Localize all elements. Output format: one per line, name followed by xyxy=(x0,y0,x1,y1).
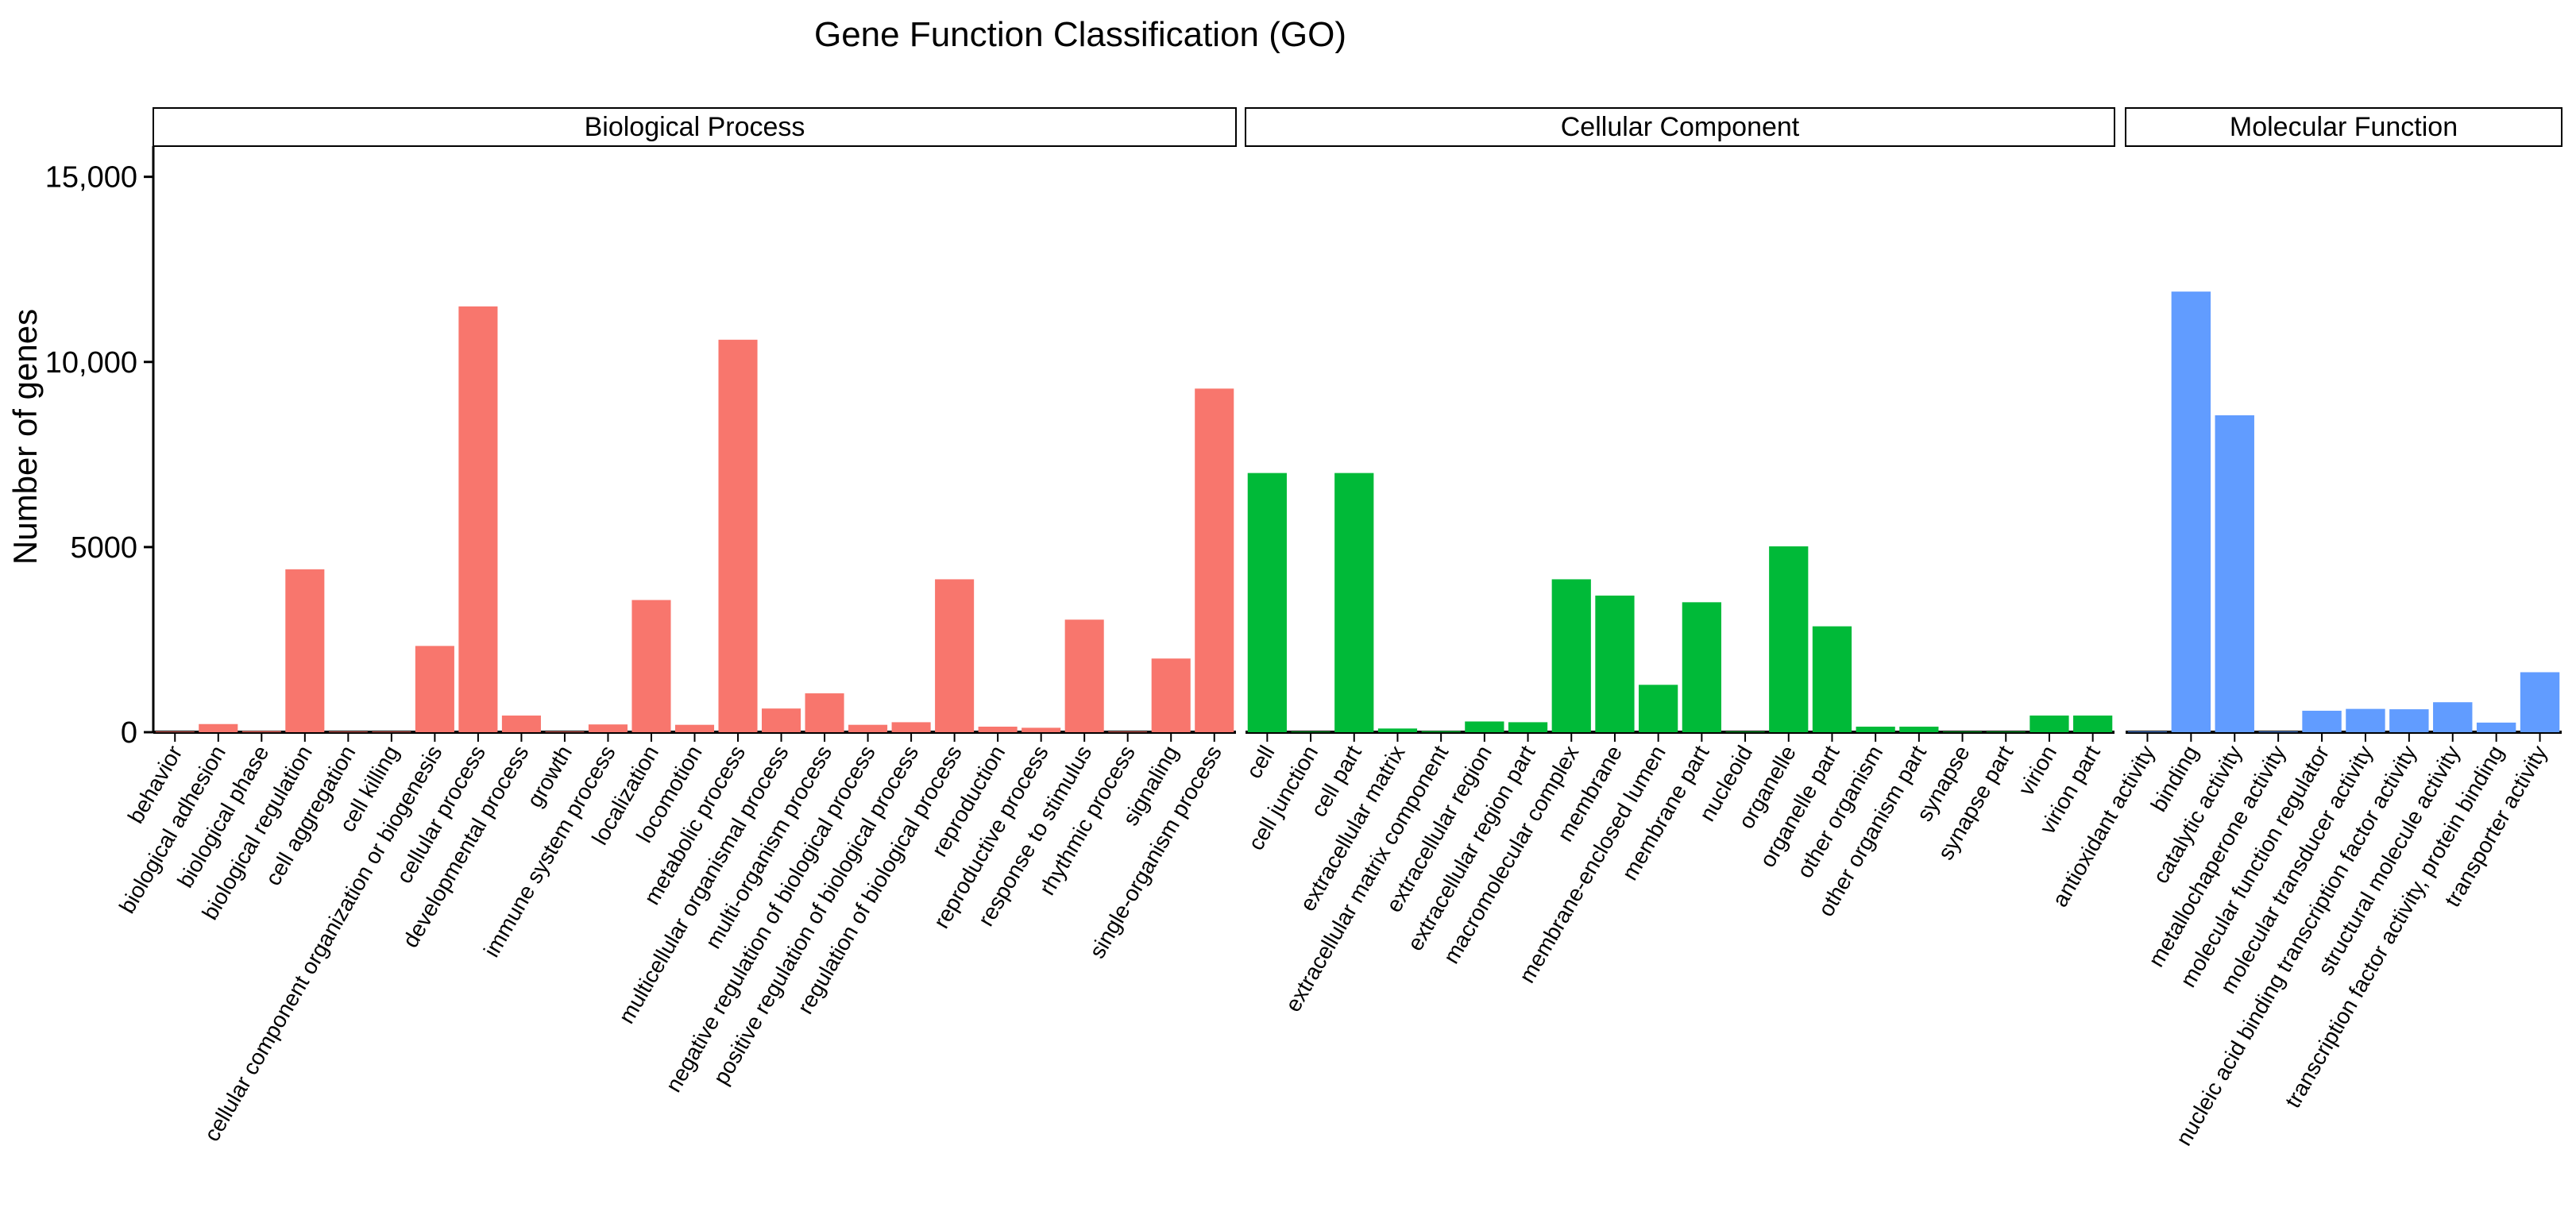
bar xyxy=(1942,731,1983,732)
y-tick-label: 5000 xyxy=(70,531,137,565)
bar xyxy=(1022,727,1061,732)
bar xyxy=(631,600,671,732)
bar xyxy=(891,722,931,732)
bar xyxy=(762,708,801,732)
panel-strip xyxy=(153,107,1237,147)
bar xyxy=(2073,716,2113,732)
bar xyxy=(674,724,715,732)
bar xyxy=(1247,473,1287,732)
y-tick-label: 15,000 xyxy=(45,161,137,195)
bar xyxy=(2258,731,2298,732)
bar xyxy=(848,724,888,732)
chart-title: Gene Function Classification (GO) xyxy=(814,15,1346,54)
bar xyxy=(1769,546,1809,732)
bar xyxy=(1465,721,1504,732)
bar xyxy=(935,579,975,732)
bar xyxy=(1151,658,1191,732)
bar xyxy=(1812,626,1852,732)
bar xyxy=(2389,709,2429,732)
bar xyxy=(328,731,368,732)
panel-strip xyxy=(1245,107,2115,147)
panel-strip-label: Cellular Component xyxy=(1561,112,1800,142)
bar xyxy=(1899,727,1939,732)
bar xyxy=(1508,722,1548,732)
bar xyxy=(1195,388,1234,732)
y-axis-label: Number of genes xyxy=(6,309,44,565)
bar xyxy=(2171,291,2211,732)
panel-strip xyxy=(2125,107,2562,147)
bar xyxy=(1377,728,1418,732)
bar xyxy=(285,569,325,732)
x-tick-label: antioxidant activity xyxy=(2047,742,2159,912)
panel-strip-label: Molecular Function xyxy=(2230,112,2458,142)
bar xyxy=(1856,727,1895,732)
bar xyxy=(1108,731,1148,732)
bar xyxy=(1595,595,1635,732)
bar xyxy=(2030,716,2069,732)
bar xyxy=(2215,415,2254,732)
bar xyxy=(805,693,844,732)
y-tick-label: 0 xyxy=(121,716,137,750)
y-axis: 0 5000 10,000 15,000 xyxy=(45,146,155,750)
y-tick-label: 10,000 xyxy=(45,346,137,380)
bar xyxy=(1725,731,1765,732)
bar xyxy=(1639,685,1678,732)
bar xyxy=(2476,722,2516,732)
bar xyxy=(1291,731,1330,732)
bar xyxy=(372,731,411,732)
bar xyxy=(545,731,585,732)
bar xyxy=(155,731,195,732)
bar xyxy=(2127,731,2168,732)
bar xyxy=(718,339,758,732)
bar xyxy=(199,723,238,732)
x-tick-label: cell xyxy=(1242,742,1280,783)
bar xyxy=(1986,731,2026,732)
bar xyxy=(978,727,1018,732)
bar xyxy=(1421,731,1461,732)
bar xyxy=(241,731,281,732)
bar xyxy=(1334,473,1374,732)
bar xyxy=(1551,579,1591,732)
bar xyxy=(588,724,628,732)
bar xyxy=(1064,619,1104,732)
bar xyxy=(2433,702,2473,732)
bar xyxy=(2520,672,2560,732)
bar xyxy=(458,306,498,732)
bar xyxy=(2346,708,2385,732)
bar xyxy=(501,716,541,732)
panel-strip-label: Biological Process xyxy=(585,112,805,142)
bar xyxy=(2302,710,2342,732)
bar xyxy=(415,646,454,732)
bar xyxy=(1682,602,1721,732)
